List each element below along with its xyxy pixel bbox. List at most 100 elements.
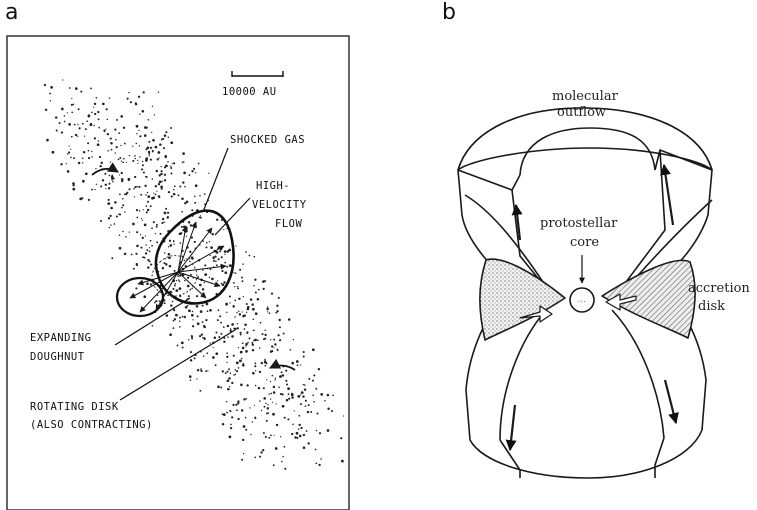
gas-dot [228, 377, 231, 380]
gas-dot [275, 377, 276, 378]
gas-dot [240, 334, 242, 336]
gas-dot [284, 417, 286, 419]
gas-dot [173, 244, 174, 245]
gas-dot [181, 211, 183, 213]
gas-dot [191, 336, 193, 338]
gas-dot [147, 209, 149, 211]
gas-dot [88, 157, 90, 159]
gas-dot [194, 241, 196, 243]
gas-dot [187, 277, 189, 279]
gas-dot [281, 371, 283, 373]
gas-dot [242, 263, 244, 265]
gas-dot [82, 158, 84, 160]
gas-dot [204, 264, 206, 266]
gas-dot [79, 127, 80, 128]
gas-dot [179, 326, 181, 328]
gas-dot [237, 418, 239, 420]
gas-dot [246, 333, 247, 334]
gas-dot [49, 93, 51, 95]
gas-dot [241, 459, 243, 461]
gas-dot [52, 151, 55, 154]
gas-dot [84, 135, 85, 136]
gas-dot [254, 405, 255, 406]
gas-dot [98, 127, 100, 129]
gas-dot [298, 424, 300, 426]
gas-dot [144, 185, 146, 187]
gas-dot [122, 162, 124, 164]
gas-dot [170, 167, 172, 169]
gas-dot [272, 375, 274, 377]
gas-dot [230, 411, 231, 412]
gas-dot [180, 242, 182, 244]
gas-dot [274, 343, 276, 345]
gas-dot [193, 168, 195, 170]
gas-dot [114, 129, 116, 131]
gas-dot [162, 267, 164, 269]
gas-dot [146, 147, 149, 150]
gas-dot [220, 387, 222, 389]
gas-dot [128, 92, 129, 93]
gas-dot [46, 139, 49, 142]
gas-dot [197, 276, 199, 278]
gas-dot [119, 157, 121, 159]
gas-dot [192, 311, 193, 312]
gas-dot [298, 428, 300, 430]
gas-dot [276, 424, 278, 426]
gas-dot [93, 125, 95, 127]
gas-dot [286, 383, 288, 385]
gas-dot [297, 364, 299, 366]
gas-dot [156, 224, 158, 226]
gas-dot [266, 379, 267, 380]
gas-dot [172, 301, 174, 303]
gas-dot [163, 147, 165, 149]
gas-dot [241, 409, 243, 411]
gas-dot [242, 280, 244, 282]
gas-dot [148, 141, 150, 143]
gas-dot [264, 365, 266, 367]
gas-dot [172, 288, 174, 290]
gas-dot [77, 136, 78, 137]
gas-dot [75, 87, 78, 90]
gas-dot [96, 97, 98, 99]
gas-dot [134, 186, 136, 188]
gas-dot [223, 413, 226, 416]
gas-dot [231, 335, 234, 338]
gas-dot [97, 111, 99, 113]
gas-dot [68, 123, 71, 126]
gas-dot [77, 124, 78, 125]
gas-dot [209, 241, 210, 242]
gas-dot [296, 432, 299, 435]
gas-dot [268, 437, 270, 439]
gas-dot [301, 391, 304, 394]
gas-dot [155, 233, 156, 234]
gas-dot [250, 298, 252, 300]
gas-dot [271, 345, 273, 347]
gas-dot [209, 276, 211, 278]
gas-dot [190, 351, 192, 353]
gas-dot [215, 260, 217, 262]
gas-dot [231, 416, 233, 418]
gas-dot [98, 118, 100, 120]
gas-dot [273, 435, 274, 436]
gas-dot [149, 247, 150, 248]
gas-dot [312, 348, 315, 351]
gas-dot [67, 112, 68, 113]
gas-dot [135, 102, 137, 104]
gas-dot [150, 240, 152, 242]
gas-dot [87, 142, 89, 144]
gas-dot [135, 287, 137, 289]
gas-dot [157, 158, 159, 160]
gas-dot [175, 289, 178, 292]
gas-dot [191, 257, 193, 259]
gas-dot [73, 104, 74, 105]
scale-bar-label: 10000 AU [222, 86, 277, 98]
gas-dot [59, 122, 61, 124]
gas-dot [85, 128, 87, 130]
gas-dot [243, 453, 244, 454]
gas-dot [146, 176, 148, 178]
gas-dot [167, 212, 169, 214]
gas-dot [243, 398, 245, 400]
gas-dot [115, 152, 116, 153]
gas-dot [170, 127, 172, 129]
gas-dot [242, 311, 243, 312]
